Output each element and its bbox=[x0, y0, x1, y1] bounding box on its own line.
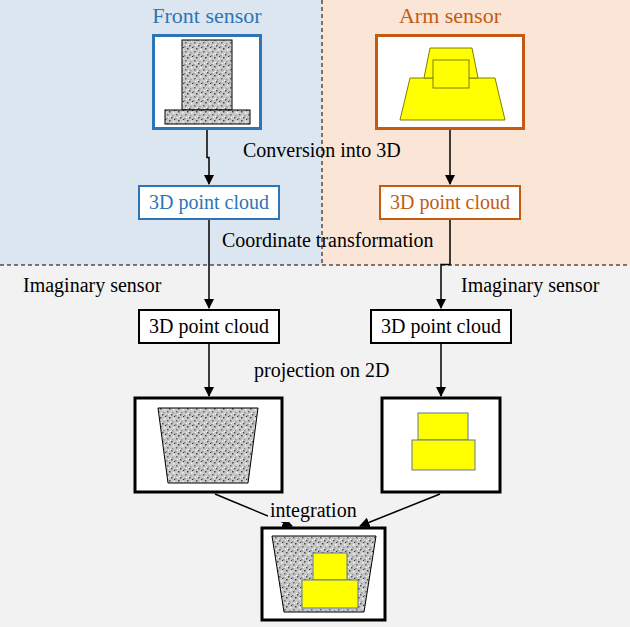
arrow-connector bbox=[208, 220, 210, 308]
step-label: Conversion into 3D bbox=[241, 139, 403, 162]
projected-object bbox=[412, 440, 475, 470]
image-ground bbox=[152, 34, 262, 130]
color-object bbox=[433, 60, 469, 88]
integrated-object bbox=[302, 580, 358, 608]
image-ground bbox=[375, 34, 525, 130]
step-label: projection on 2D bbox=[252, 359, 392, 382]
sensor-heading: Arm sensor bbox=[399, 3, 501, 28]
arrow bbox=[440, 344, 442, 396]
arm-region bbox=[322, 0, 630, 265]
integrated-image bbox=[262, 528, 385, 620]
projected-object bbox=[158, 408, 258, 483]
projected-image bbox=[382, 398, 500, 492]
process-box: 3D point cloud bbox=[138, 309, 280, 344]
process-box: 3D point cloud bbox=[370, 309, 512, 344]
arrow bbox=[360, 494, 440, 526]
depth-object bbox=[182, 40, 232, 110]
divider bbox=[0, 265, 630, 266]
step-label: Imaginary sensor bbox=[459, 274, 601, 297]
arrow-connector bbox=[441, 220, 450, 308]
arrow bbox=[208, 344, 210, 396]
process-box: 3D point cloud bbox=[138, 185, 280, 220]
front-region bbox=[0, 0, 322, 265]
box-label: 3D point cloud bbox=[380, 315, 502, 338]
box-label: 3D point cloud bbox=[148, 191, 270, 214]
sensor-box: Arm sensor bbox=[375, 34, 525, 130]
projected-object bbox=[418, 413, 468, 440]
step-label: integration bbox=[268, 499, 359, 522]
depth-object bbox=[165, 110, 250, 124]
integrated-object bbox=[272, 536, 376, 612]
arrow-connector bbox=[207, 130, 209, 184]
divider bbox=[322, 0, 323, 265]
arrow-connector bbox=[449, 130, 451, 184]
projected-image bbox=[135, 398, 282, 492]
box-label: 3D point cloud bbox=[148, 315, 270, 338]
integrated-object bbox=[313, 553, 347, 580]
imaginary-region bbox=[0, 265, 630, 627]
process-box: 3D point cloud bbox=[379, 185, 521, 220]
step-label: Imaginary sensor bbox=[21, 274, 163, 297]
step-label: Coordinate transformation bbox=[220, 229, 436, 252]
sensor-heading: Front sensor bbox=[152, 3, 261, 28]
box-label: 3D point cloud bbox=[389, 191, 511, 214]
sensor-box: Front sensor bbox=[152, 34, 262, 130]
